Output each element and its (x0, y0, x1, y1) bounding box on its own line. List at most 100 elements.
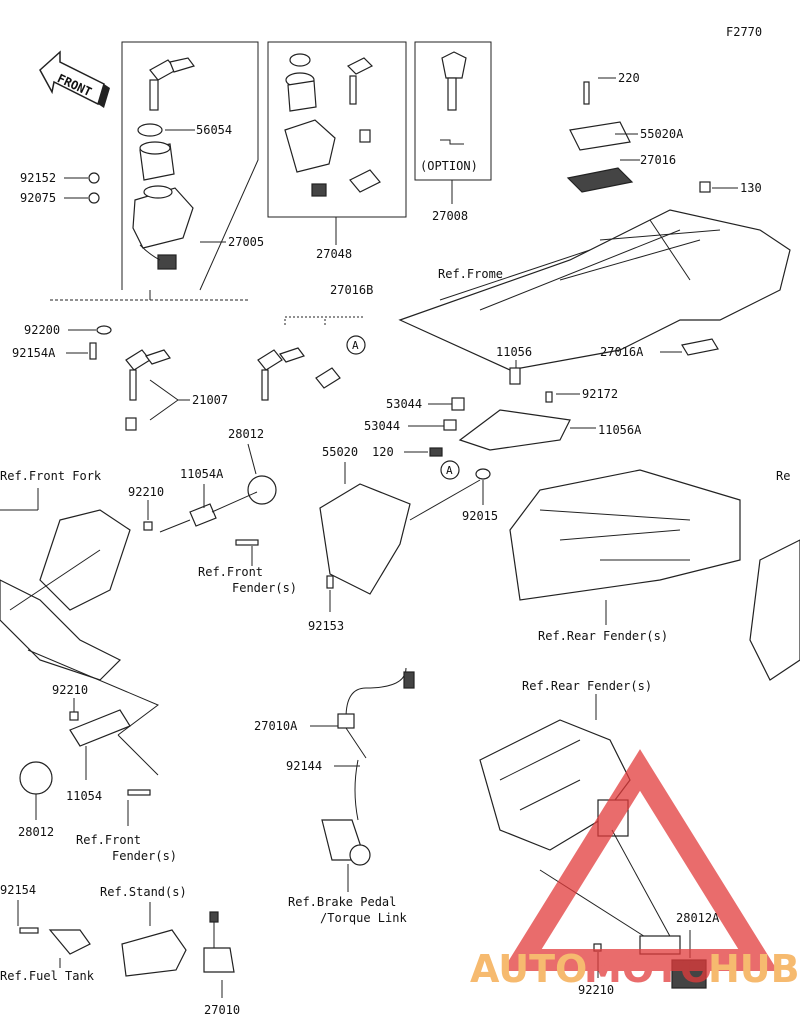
label-92075: 92075 (20, 191, 56, 205)
collar-icon-2 (443, 419, 457, 431)
bracket-27016-icon (566, 81, 711, 193)
front-arrow-icon: FRONT (39, 50, 110, 108)
label-92154A: 92154A (12, 346, 56, 360)
ref-stand: Ref.Stand(s) (100, 885, 187, 899)
screw-92153-icon (326, 575, 334, 589)
ref-rear-fender-2: Ref.Rear Fender(s) (522, 679, 652, 693)
label-92210b: 92210 (52, 683, 88, 697)
washer-icon-2 (88, 192, 100, 204)
ref-front-fender-2a: Ref.Front (76, 833, 141, 847)
grommet-icon (96, 325, 112, 335)
ref-front-fender-2b: Fender(s) (112, 849, 177, 863)
key-icon (149, 57, 195, 111)
ref-front-fork: Ref.Front Fork (0, 469, 102, 483)
label-130: 130 (740, 181, 762, 195)
collar-icon (451, 397, 465, 411)
ref-brake-b: /Torque Link (320, 911, 407, 925)
label-92144: 92144 (286, 759, 322, 773)
label-92153: 92153 (308, 619, 344, 633)
label-27008: 27008 (432, 209, 468, 223)
callout-a-bottom-label: A (446, 464, 453, 477)
ref-fuel-tank: Ref.Fuel Tank (0, 969, 95, 983)
label-92172: 92172 (582, 387, 618, 401)
key-blank-icon (440, 51, 467, 145)
bolt-120-icon (429, 447, 443, 457)
label-220: 220 (618, 71, 640, 85)
label-27010A: 27010A (254, 719, 298, 733)
ref-brake-a: Ref.Brake Pedal (288, 895, 396, 909)
horn-bracket-icon (159, 475, 277, 546)
label-11056: 11056 (496, 345, 532, 359)
label-53044b: 53044 (364, 419, 400, 433)
option-label: (OPTION) (420, 159, 478, 173)
label-27005: 27005 (228, 235, 264, 249)
label-28012b: 28012 (18, 825, 54, 839)
lock-set-icon (284, 53, 381, 197)
callout-a-top (346, 335, 366, 355)
grommet-92015-icon (475, 468, 491, 480)
label-27010: 27010 (204, 1003, 240, 1017)
label-120: 120 (372, 445, 394, 459)
nut-92210-icon (143, 521, 153, 531)
ref-frame: Ref.Frome (438, 267, 503, 281)
group-box-27008 (414, 41, 492, 181)
bolt-front-fender-icon (127, 789, 151, 796)
group-box-27005 (121, 41, 259, 300)
ref-front-fender-1b: Fender(s) (232, 581, 297, 595)
label-11054: 11054 (66, 789, 102, 803)
front-fork-icon (0, 509, 131, 681)
rear-fender-icon (509, 469, 741, 601)
bracket-11054-icon (69, 709, 131, 747)
bracket-11056A-icon (458, 409, 571, 451)
frame-assembly-icon (398, 209, 791, 371)
watermark-logo: AUTO MOTO HUB (470, 749, 800, 991)
label-28012A: 28012A (676, 911, 720, 925)
ref-edge: Re (776, 469, 790, 483)
callout-a-bottom (440, 460, 460, 480)
label-27016A: 27016A (600, 345, 644, 359)
figure-code: F2770 (726, 25, 762, 39)
nut-92210-icon-2 (69, 711, 79, 721)
ref-rear-fender-1: Ref.Rear Fender(s) (538, 629, 668, 643)
label-55020: 55020 (322, 445, 358, 459)
watermark-text-a: AUTO (470, 947, 587, 991)
bracket-27016A-icon (681, 338, 719, 356)
label-11056A: 11056A (598, 423, 642, 437)
bolt-92154-icon (19, 927, 39, 934)
bolt-11056-icon (509, 367, 521, 385)
label-92152: 92152 (20, 171, 56, 185)
nut-icon (88, 172, 100, 184)
label-27016: 27016 (640, 153, 676, 167)
label-28012: 28012 (228, 427, 264, 441)
horn-28012-icon (19, 761, 53, 795)
label-56054: 56054 (196, 123, 232, 137)
label-92015: 92015 (462, 509, 498, 523)
label-92200: 92200 (24, 323, 60, 337)
group-box-27048 (267, 41, 407, 218)
label-27016B: 27016B (330, 283, 373, 297)
watermark-text-b: MOTO (584, 947, 712, 991)
side-stand-icon (121, 911, 235, 977)
ref-front-fender-1a: Ref.Front (198, 565, 263, 579)
key-set-icon-2 (257, 347, 341, 401)
brake-pedal-icon (321, 819, 371, 866)
label-92210a: 92210 (128, 485, 164, 499)
label-11054A: 11054A (180, 467, 224, 481)
label-55020A: 55020A (640, 127, 684, 141)
partial-component-icon (749, 539, 800, 681)
cover-55020-icon (319, 483, 411, 595)
bolt-icon (89, 342, 97, 360)
label-27048: 27048 (316, 247, 352, 261)
label-92210c: 92210 (578, 983, 614, 997)
label-92154: 92154 (0, 883, 36, 897)
label-53044a: 53044 (386, 397, 422, 411)
key-set-icon (125, 349, 171, 431)
lock-cylinder-icon (139, 141, 175, 181)
label-21007: 21007 (192, 393, 228, 407)
brake-switch-27010A-icon (337, 667, 415, 821)
watermark-text-c: HUB (708, 947, 800, 991)
bolt-92172-icon (545, 391, 553, 403)
washer-icon (137, 123, 163, 137)
callout-a-top-label: A (352, 339, 359, 352)
